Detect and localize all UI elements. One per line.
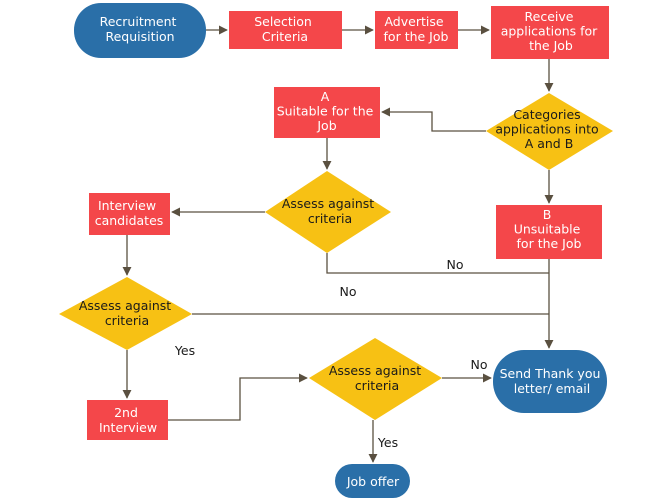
unsuitable-label: B Unsuitable for the Job <box>514 207 585 251</box>
edge-second-interview-to-assess3 <box>168 373 308 421</box>
connectors <box>122 25 554 463</box>
edge-label-yes-assess2: Yes <box>174 343 195 358</box>
assess2-decision <box>59 277 192 350</box>
node-labels: Recruitment Requisition Selection Criter… <box>79 9 605 489</box>
edge-label-no-assess3: No <box>471 357 488 372</box>
edge-label-no-upper: No <box>447 257 464 272</box>
receive-process <box>491 6 609 59</box>
assess2-label: Assess against criteria <box>79 298 175 328</box>
edge-labels: No No Yes No Yes <box>174 257 488 450</box>
assess1-label: Assess against criteria <box>282 196 378 226</box>
recruitment-terminal <box>74 3 206 58</box>
edge-label-yes-assess3: Yes <box>377 435 398 450</box>
joboffer-label: Job offer <box>346 474 400 489</box>
edge-label-no-lower: No <box>340 284 357 299</box>
edge-assess1-no <box>326 253 549 274</box>
interview-process <box>89 193 170 235</box>
interview-label: Interview candidates <box>95 198 164 228</box>
receive-label: Receive applications for the Job <box>501 9 602 53</box>
edge-categories-to-suitable <box>381 107 486 132</box>
thankyou-label: Send Thank you letter/ email <box>500 366 605 396</box>
advertise-process <box>375 11 458 49</box>
thankyou-terminal <box>493 350 607 413</box>
categories-label: Categories applications into A and B <box>495 107 602 151</box>
assess1-decision <box>265 171 391 253</box>
categories-decision <box>486 93 613 170</box>
second-interview-label: 2nd Interview <box>99 405 157 435</box>
advertise-label: Advertise for the Job <box>384 14 449 44</box>
second-interview-process <box>87 400 168 440</box>
nodes <box>59 3 613 498</box>
suitable-label: A Suitable for the Job <box>277 89 378 133</box>
assess3-label: Assess against criteria <box>329 363 425 393</box>
selection-label: Selection Criteria <box>254 14 316 44</box>
selection-process <box>229 11 342 49</box>
joboffer-terminal <box>335 464 410 498</box>
unsuitable-process <box>496 205 602 259</box>
assess3-decision <box>309 338 442 420</box>
suitable-process <box>274 87 380 138</box>
recruitment-label: Recruitment Requisition <box>100 14 181 44</box>
